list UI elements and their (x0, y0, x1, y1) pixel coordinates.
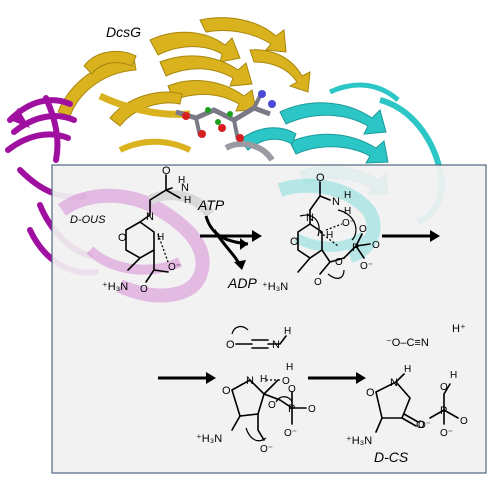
isocyanic-h: H (284, 326, 291, 337)
protein-name-label: DcsG (106, 24, 141, 40)
int1-atom-p: P (352, 242, 359, 254)
int1-atom-o-p-top: O (359, 224, 367, 235)
int2-atom-h-ring: H (260, 374, 267, 385)
atom-o-minus: O⁻ (168, 262, 181, 273)
step3-arrowhead (206, 372, 216, 384)
substrate-structure (125, 174, 181, 283)
atom-h-ring: H (157, 232, 164, 243)
step1-arrowhead (252, 230, 262, 242)
int1-atom-n-ring: N (306, 212, 314, 224)
atp-label: ATP (197, 197, 225, 213)
int1-atom-o-top: O (316, 172, 325, 184)
int1-atom-o-bottom: O (314, 277, 322, 288)
step2-arrowhead (430, 230, 440, 242)
mechanism-panel (51, 164, 487, 474)
int1-atom-h-ring: H (326, 230, 333, 241)
phosphate-o-left: O⁻ (418, 420, 431, 431)
int2-atom-p: P (288, 403, 295, 415)
int2-atom-o-ring: O (222, 385, 231, 397)
int2-ammonium: ⁺H₃N (196, 433, 222, 445)
product-atom-o: O (366, 387, 375, 399)
isocyanic-o: O (226, 339, 235, 351)
atom-nh: N (181, 182, 189, 194)
int2-atom-o-bridge: O (268, 400, 276, 411)
int2-atom-o-top: O (282, 376, 290, 387)
int1-atom-o-minus-top: O⁻ (342, 218, 355, 229)
int1-atom-o-bridge: O (335, 257, 343, 268)
int1-atom-o-ring: O (290, 236, 299, 248)
arrowhead-adp (234, 260, 246, 270)
int2-atom-n-ring: N (246, 375, 254, 387)
isocyanic-acid (231, 325, 287, 349)
cyanate-label: ⁻O–C≡N (386, 337, 429, 349)
product-ammonium: ⁺H₃N (346, 435, 372, 447)
int1-ammonium: ⁺H₃N (262, 281, 288, 293)
int2-atom-o-p-bottom: O⁻ (284, 428, 297, 439)
cyan-loop (328, 82, 400, 102)
product-atom-h: H (404, 364, 411, 375)
atom-h-top: H (178, 175, 185, 186)
phosphate-o-right: O (460, 416, 468, 427)
gold-loop (118, 138, 192, 153)
phosphate-structure (429, 383, 459, 425)
int1-atom-h-a: H (344, 190, 351, 201)
atp-ligand (175, 90, 276, 142)
int1-atom-h-b: H (344, 206, 351, 217)
int1-atom-n-amine: N (332, 196, 340, 208)
product-label: D-CS (374, 449, 409, 465)
phosphate-o-top: O (440, 382, 448, 393)
intermediate-1-structure (297, 181, 371, 279)
int1-atom-o-p-bottom: O⁻ (360, 261, 373, 272)
grey-loop (224, 141, 275, 162)
protein-ribbon (5, 17, 445, 276)
int2-atom-o-minus: O⁻ (260, 444, 273, 455)
product-structure (375, 373, 419, 433)
product-atom-o-carbonyl: O (416, 419, 425, 431)
adp-label: ADP (227, 275, 257, 291)
proton-label: H⁺ (452, 323, 466, 335)
atom-h-side: H (184, 195, 191, 206)
phosphate-h: H (450, 370, 457, 381)
atom-o-acid: O (140, 284, 148, 295)
isocyanic-n: N (272, 339, 280, 351)
intermediate-2-structure (231, 379, 307, 442)
gold-domain (57, 17, 311, 127)
atom-o-carbonyl: O (162, 165, 171, 177)
int2-atom-o-p-top: O (288, 384, 296, 395)
phosphate-o-bottom: O⁻ (440, 428, 453, 439)
purple-sheet-tip (10, 108, 30, 128)
int2-atom-o-p-right: O (308, 404, 316, 415)
step4-arrowhead (356, 372, 366, 384)
atom-n-ring: N (146, 211, 154, 223)
arrowhead-atp (240, 238, 248, 250)
substrate-label: D-OUS (70, 214, 106, 226)
atom-o-ether: O (118, 232, 127, 244)
ammonium-group: ⁺H₃N (102, 281, 128, 293)
product-atom-n: N (390, 377, 398, 389)
int2-atom-h-top: H (286, 362, 293, 373)
phosphate-p: P (440, 405, 447, 417)
int1-atom-o-p-right: O (372, 240, 380, 251)
